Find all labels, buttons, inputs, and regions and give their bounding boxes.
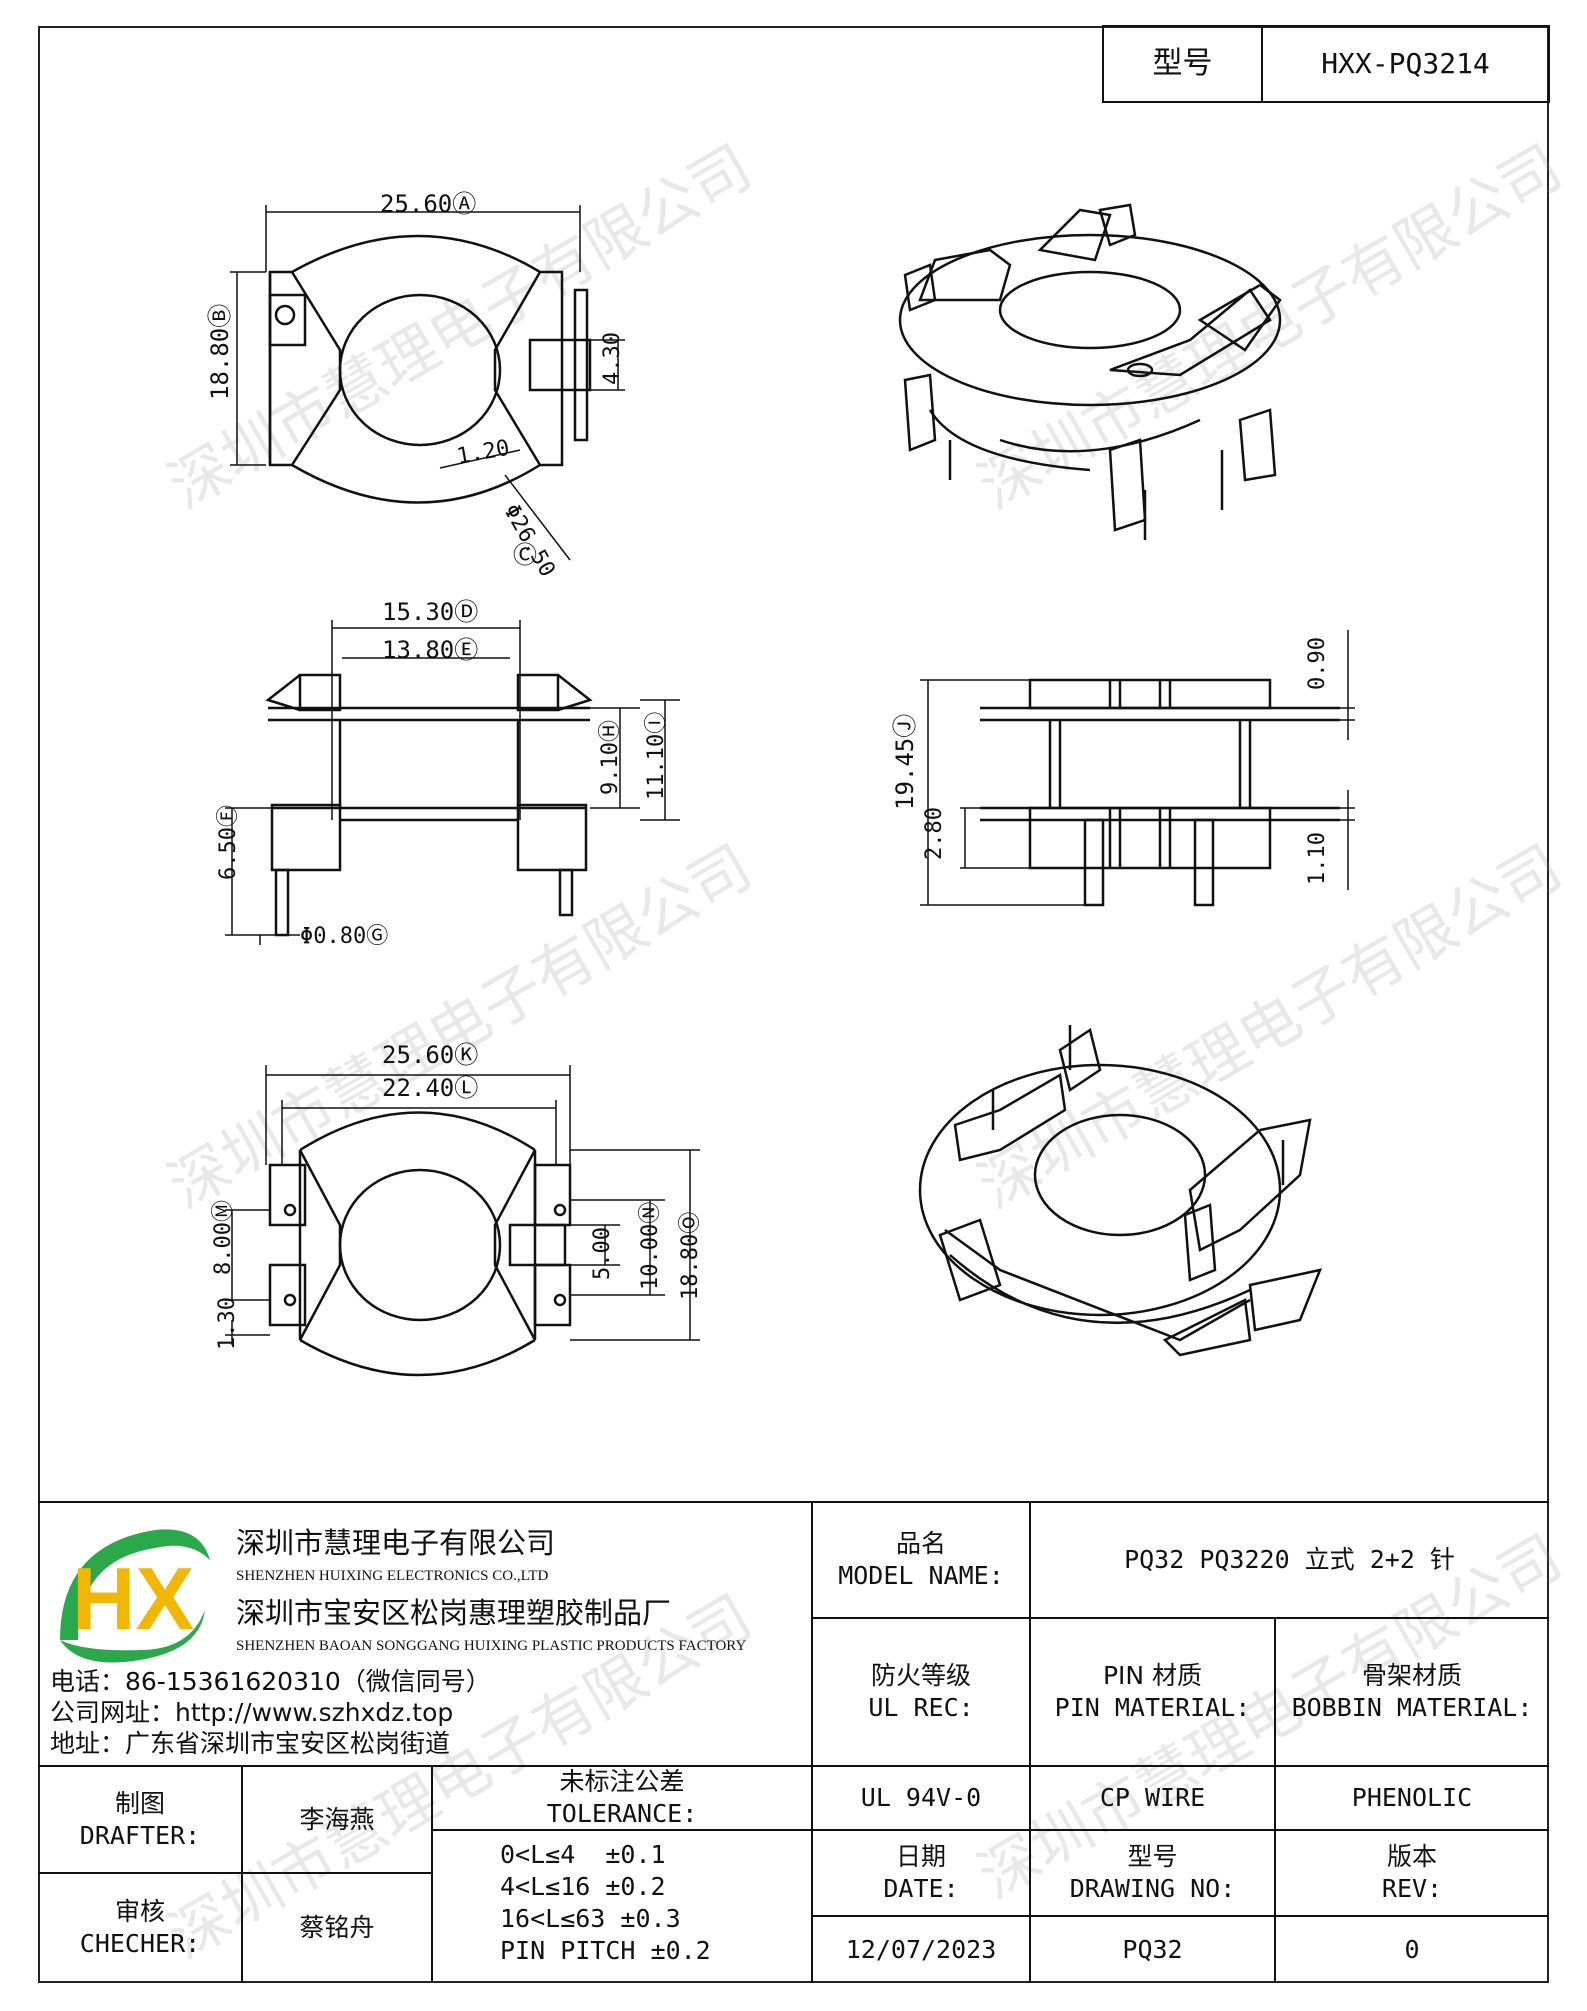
rev-value: 0 <box>1404 1934 1420 1964</box>
rev-label-en: REV: <box>1381 1874 1443 1903</box>
company-website: 公司网址：http://www.szhxdz.top <box>50 1698 454 1727</box>
dim-center-slot: 4.30 <box>600 332 625 385</box>
checker-label-en: CHECHER: <box>79 1929 201 1958</box>
dim-side-h1: 9.10Ⓗ <box>598 720 623 795</box>
drawing-no-label-cn: 型号 <box>1127 1842 1178 1871</box>
logo-text: HX <box>72 1549 195 1648</box>
model-box-value: HXX-PQ3214 <box>1321 47 1490 80</box>
tolerance-label: 未标注公差 TOLERANCE: <box>432 1766 812 1830</box>
ul-label: 防火等级 UL REC: <box>812 1618 1030 1766</box>
checker-value: 蔡铭舟 <box>299 1913 375 1942</box>
dim-bottom-height: 18.80Ⓞ <box>678 1211 703 1300</box>
dim-flange-gap: 2.80 <box>922 807 947 860</box>
factory-name-en: SHENZHEN BAOAN SONGGANG HUIXING PLASTIC … <box>236 1638 747 1654</box>
dim-pin-tab: 1.30 <box>215 1297 240 1350</box>
pin-material-label: PIN 材质 PIN MATERIAL: <box>1030 1618 1275 1766</box>
top-view <box>230 205 625 561</box>
dim-pin-dia: Φ0.80Ⓖ <box>300 924 389 949</box>
company-address: 地址：广东省深圳市宝安区松岗街道 <box>50 1729 451 1758</box>
tolerance-label-en: TOLERANCE: <box>546 1799 698 1828</box>
bobbin-material-value: PHENOLIC <box>1351 1783 1473 1812</box>
pin-material-value: CP WIRE <box>1099 1783 1206 1812</box>
pin-material-label-en: PIN MATERIAL: <box>1054 1693 1251 1722</box>
model-box-label: 型号 <box>1152 46 1213 81</box>
checker-label-cn: 审核 <box>114 1897 165 1926</box>
front-view <box>920 630 1355 907</box>
bobbin-material-label-en: BOBBIN MATERIAL: <box>1291 1693 1533 1722</box>
model-name-label-cn: 品名 <box>895 1529 946 1558</box>
dim-side-inner: 13.80Ⓔ <box>382 636 479 664</box>
rev-label-cn: 版本 <box>1386 1842 1437 1871</box>
rev-label: 版本 REV: <box>1275 1830 1549 1916</box>
dim-top-width: 25.60Ⓐ <box>380 190 477 218</box>
drawing-sheet <box>38 26 1549 1983</box>
dim-flange-bot: 1.10 <box>1305 832 1330 885</box>
ul-label-cn: 防火等级 <box>870 1661 971 1690</box>
title-block-grid <box>38 1501 1549 1983</box>
model-name-value: PQ32 PQ3220 立式 2+2 针 <box>1124 1545 1455 1574</box>
ul-value: UL 94V-0 <box>860 1783 982 1812</box>
model-name-label: 品名 MODEL NAME: <box>812 1502 1030 1618</box>
dim-slot-width: 5.00 <box>590 1227 615 1280</box>
dim-total-height: 19.45Ⓙ <box>891 713 919 810</box>
tolerance-label-cn: 未标注公差 <box>559 1767 685 1796</box>
company-name-en: SHENZHEN HUIXING ELECTRONICS CO.,LTD <box>236 1568 549 1584</box>
drawing-no-label: 型号 DRAWING NO: <box>1030 1830 1275 1916</box>
pin-material-label-cn: PIN 材质 <box>1102 1661 1203 1690</box>
ul-label-en: UL REC: <box>868 1693 974 1722</box>
checker-label: 审核 CHECHER: <box>38 1873 242 1983</box>
drafter-label-cn: 制图 <box>114 1788 165 1818</box>
side-view <box>225 620 680 945</box>
tolerance-pin-pitch: PIN PITCH ±0.2 <box>500 1936 711 1965</box>
dim-pin-len: 6.50Ⓕ <box>216 805 241 880</box>
factory-name-cn: 深圳市宝安区松岗惠理塑胶制品厂 <box>236 1596 672 1630</box>
model-name-label-en: MODEL NAME: <box>838 1561 1004 1590</box>
tolerance-range-3: 16<L≤63 ±0.3 <box>500 1904 681 1933</box>
date-label-en: DATE: <box>883 1874 959 1903</box>
isometric-view-bottom <box>918 1025 1323 1357</box>
tolerance-range-1: 0<L≤4 ±0.1 <box>500 1840 666 1869</box>
drafter-label: 制图 DRAFTER: <box>38 1766 242 1873</box>
drawing-no-label-en: DRAWING NO: <box>1069 1874 1236 1903</box>
company-name-cn: 深圳市慧理电子有限公司 <box>236 1526 556 1560</box>
dim-c-mark: Ⓒ <box>513 541 537 569</box>
company-logo <box>60 1529 210 1663</box>
drafter-label-en: DRAFTER: <box>79 1820 201 1850</box>
bottom-view <box>225 1065 700 1377</box>
dim-bottom-outer: 25.60Ⓚ <box>382 1041 479 1069</box>
date-value: 12/07/2023 <box>845 1934 997 1964</box>
tolerance-range-2: 4<L≤16 ±0.2 <box>500 1872 666 1901</box>
dim-top-height: 18.80Ⓑ <box>206 303 234 400</box>
company-phone: 电话：86-15361620310（微信同号） <box>50 1667 491 1696</box>
date-label-cn: 日期 <box>895 1842 946 1871</box>
drafter-value: 李海燕 <box>299 1804 375 1834</box>
dim-pin-pitch: 8.00Ⓜ <box>211 1200 236 1275</box>
dim-flange-top: 0.90 <box>1305 637 1330 690</box>
dim-bottom-inner: 22.40Ⓛ <box>382 1074 479 1102</box>
dim-slot-outer: 10.00Ⓝ <box>638 1201 663 1290</box>
drawing-no-value: PQ32 <box>1122 1934 1183 1964</box>
date-label: 日期 DATE: <box>812 1830 1030 1916</box>
dim-side-outer: 15.30Ⓓ <box>382 598 479 626</box>
bobbin-material-label: 骨架材质 BOBBIN MATERIAL: <box>1275 1618 1549 1766</box>
dim-side-h2: 11.10Ⓘ <box>644 711 669 800</box>
bobbin-material-label-cn: 骨架材质 <box>1361 1661 1462 1690</box>
isometric-view-top <box>898 203 1282 540</box>
